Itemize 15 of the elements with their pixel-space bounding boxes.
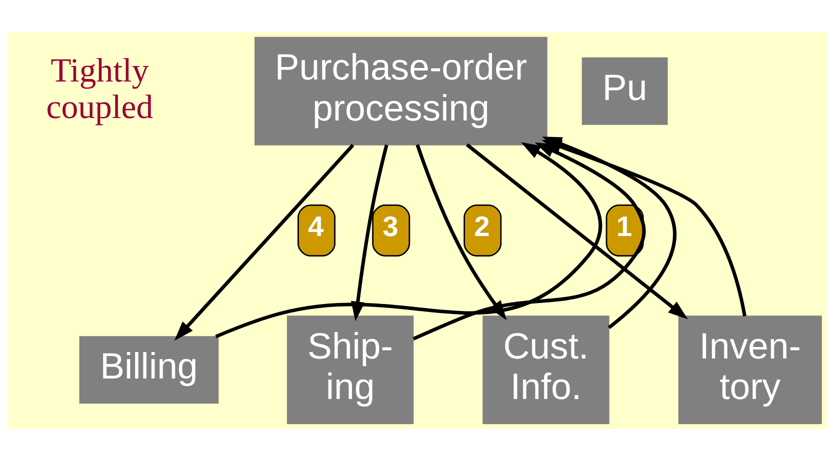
edge-label: 3 [382, 210, 398, 242]
node-box: Ship- ing [286, 315, 414, 424]
node-box: Billing [79, 336, 219, 404]
label: Tightly coupled [46, 52, 154, 126]
node-box: Cust. Info. [482, 315, 610, 424]
arrow [215, 142, 602, 338]
node-box: Inven- tory [678, 315, 822, 424]
arrow [174, 143, 354, 340]
arrow [542, 140, 746, 316]
edge-label: 4 [308, 210, 324, 242]
node-box: Purchase-order processing [254, 36, 548, 145]
node-box: Pu [582, 56, 668, 124]
edge-label: 1 [616, 210, 632, 242]
arrow [412, 142, 646, 340]
edge-label: 2 [474, 210, 490, 242]
